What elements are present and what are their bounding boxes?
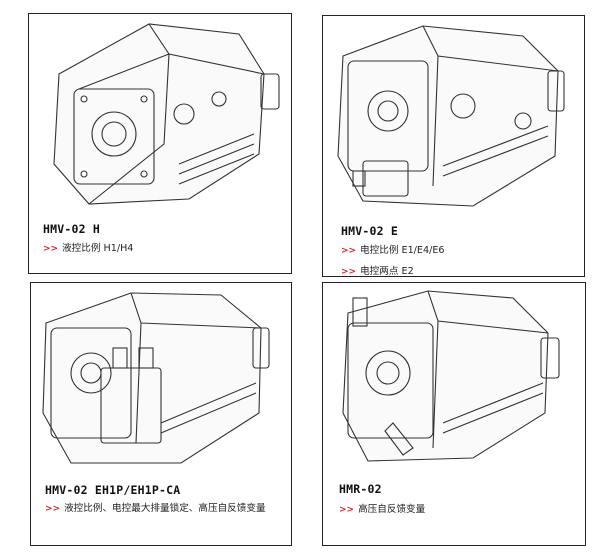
product-card-hmv02-e: HMV-02 E >>电控比例 E1/E4/E6 >>电控两点 E2 xyxy=(322,15,585,277)
feature-line: >>液控比例 H1/H4 xyxy=(43,240,133,254)
product-card-hmv02-h: HMV-02 H >>液控比例 H1/H4 xyxy=(28,13,292,274)
pump-illustration xyxy=(337,25,565,207)
bullet-arrow: >> xyxy=(339,505,355,515)
product-title: HMR-02 xyxy=(339,482,382,496)
pump-illustration xyxy=(42,292,270,464)
feature-text: 液控比例、电控最大排量锁定、高压自反馈变量 xyxy=(64,503,266,514)
pump-illustration xyxy=(53,23,280,205)
product-title: HMV-02 EH1P/EH1P-CA xyxy=(45,483,181,497)
feature-text: 电控两点 E2 xyxy=(360,266,414,277)
bullet-arrow: >> xyxy=(45,504,61,514)
feature-line: >>液控比例、电控最大排量锁定、高压自反馈变量 xyxy=(45,499,280,519)
feature-text: 电控比例 E1/E4/E6 xyxy=(360,245,445,256)
bullet-arrow: >> xyxy=(43,244,59,254)
product-card-hmv02-eh1p: HMV-02 EH1P/EH1P-CA >>液控比例、电控最大排量锁定、高压自反… xyxy=(30,282,292,546)
bullet-arrow: >> xyxy=(341,267,357,277)
feature-line: >>高压自反馈变量 xyxy=(339,501,425,515)
bullet-arrow: >> xyxy=(341,246,357,256)
pump-illustration xyxy=(342,290,560,462)
feature-line: >>电控比例 E1/E4/E6 xyxy=(341,242,444,256)
product-card-hmr02: HMR-02 >>高压自反馈变量 xyxy=(322,282,586,546)
product-title: HMV-02 H xyxy=(43,222,100,236)
feature-text: 液控比例 H1/H4 xyxy=(62,243,134,254)
feature-line: >>电控两点 E2 xyxy=(341,263,414,277)
product-title: HMV-02 E xyxy=(341,224,398,238)
feature-text: 高压自反馈变量 xyxy=(358,504,426,515)
